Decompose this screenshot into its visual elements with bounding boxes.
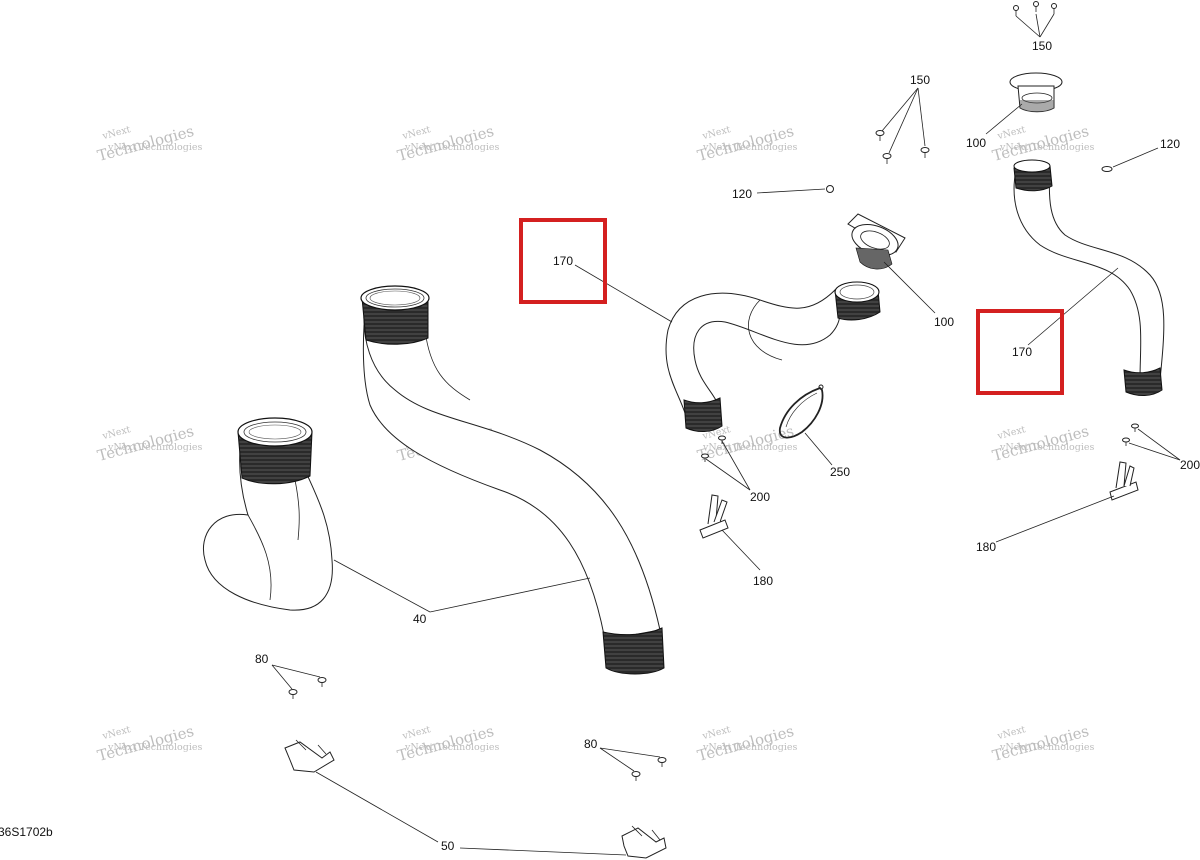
screw-set-80-mid[interactable]: [631, 757, 667, 782]
bracket-part-50-left[interactable]: [284, 739, 335, 773]
leader-lines: [271, 13, 1181, 856]
callout-150: 150: [910, 73, 930, 87]
watermark: vNext Technologies: [95, 122, 196, 165]
hose-thread-end: [683, 397, 723, 432]
callout-200: 200: [750, 490, 770, 504]
watermark: vNext Technologies: [999, 442, 1094, 453]
watermark: vNext Technologies: [990, 722, 1091, 765]
watermark: vNext Technologies: [702, 142, 797, 153]
callout-120: 120: [1160, 137, 1180, 151]
watermark: vNext Technologies: [404, 742, 499, 753]
watermark: vNext Technologies: [107, 442, 202, 453]
hose-thread-collar: [360, 285, 430, 345]
callout-100: 100: [966, 136, 986, 150]
hose-thread-end: [1123, 367, 1163, 396]
screw-set-80-left[interactable]: [288, 677, 327, 700]
watermark: vNext Technologies: [107, 742, 202, 753]
watermark: vNext Technologies: [95, 722, 196, 765]
callout-120: 120: [732, 187, 752, 201]
highlight-box-170-left[interactable]: [519, 218, 607, 304]
callout-200: 200: [1180, 458, 1200, 472]
callout-40: 40: [413, 612, 427, 626]
highlight-boxes: [519, 218, 1064, 395]
bracket-part-50-right[interactable]: [621, 825, 667, 859]
callout-150: 150: [1032, 39, 1052, 53]
watermark: vNext Technologies: [695, 122, 796, 165]
screw-set-150-top[interactable]: [1013, 1, 1057, 17]
elbow-thread-collar: [237, 417, 313, 485]
callout-180: 180: [753, 574, 773, 588]
screw-set-200-mid[interactable]: [701, 435, 726, 462]
callout-80: 80: [255, 652, 269, 666]
watermark: vNext Technologies: [990, 422, 1091, 465]
screw-part-120-mid[interactable]: [826, 185, 834, 193]
clamp-part-180-right[interactable]: [1109, 461, 1139, 501]
clamp-part-180-mid[interactable]: [699, 494, 729, 539]
highlight-box-170-right[interactable]: [976, 309, 1064, 395]
watermark: vNext Technologies: [999, 742, 1094, 753]
callout-labels: 150 150 100 120 120 170 100 170 250 200 …: [0, 39, 1200, 853]
callout-170: 170: [553, 254, 573, 268]
callout-80: 80: [584, 737, 598, 751]
watermark: vNext Technologies: [395, 722, 496, 765]
watermark: vNext Technologies: [404, 142, 499, 153]
callout-170: 170: [1012, 345, 1032, 359]
watermark: vNext Technologies: [702, 442, 797, 453]
watermark: vNext Technologies: [695, 722, 796, 765]
watermark: vNext Technologies: [395, 122, 496, 165]
hose-part-170-left[interactable]: [665, 281, 881, 432]
watermark: vNext Technologies: [999, 142, 1094, 153]
callout-100: 100: [934, 315, 954, 329]
watermark: vNext Technologies: [702, 742, 797, 753]
hose-thread-collar: [834, 281, 881, 321]
diagram-code: 36S1702b: [0, 825, 53, 839]
gasket-part-250[interactable]: [778, 384, 824, 439]
hose-part-170-right[interactable]: [1013, 159, 1165, 396]
callout-250: 250: [830, 465, 850, 479]
hose-part-40[interactable]: [203, 285, 665, 675]
hose-thread-collar: [1013, 159, 1053, 192]
watermark: vNext Technologies: [95, 422, 196, 465]
flange-part-100-top[interactable]: [1009, 72, 1063, 113]
screw-part-120-right[interactable]: [1101, 166, 1113, 172]
watermark: vNext Technologies: [990, 122, 1091, 165]
flange-part-100-mid[interactable]: [847, 213, 906, 270]
callout-180: 180: [976, 540, 996, 554]
hose-thread-end: [602, 627, 665, 675]
watermark: vNext Technologies: [107, 142, 202, 153]
callout-50: 50: [441, 839, 455, 853]
screw-set-150-mid[interactable]: [875, 130, 930, 165]
screw-set-200-right[interactable]: [1122, 423, 1139, 446]
